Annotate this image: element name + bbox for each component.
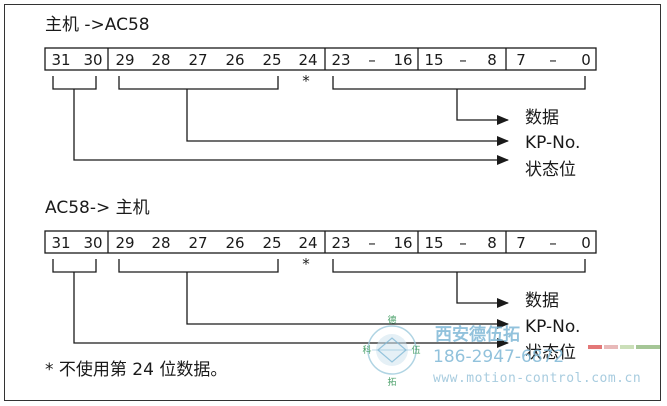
bit-cell: – — [459, 51, 467, 69]
bit-cell: 7 — [516, 51, 526, 69]
watermark-seal-logo: 德 伍 拓 科 — [362, 314, 420, 388]
arrow-to-data — [456, 272, 509, 308]
bit-cell: 8 — [487, 51, 497, 69]
bit-cell: 26 — [225, 51, 244, 69]
bit-cell: 23 — [331, 51, 350, 69]
bit-cell: 27 — [188, 51, 207, 69]
bracket-kp-bits — [118, 76, 279, 90]
output-label-data: 数据 — [525, 291, 559, 311]
arrow-to-kp-no — [186, 272, 509, 329]
output-label-kp-no: KP-No. — [525, 317, 580, 337]
arrow-to-kp-no — [186, 89, 509, 146]
bit-cell: 28 — [151, 234, 170, 252]
bit-cell: 0 — [581, 51, 591, 69]
bit-cell: 25 — [262, 234, 281, 252]
bit-cell: 29 — [115, 234, 134, 252]
watermark-seal-char: 科 — [362, 344, 371, 356]
output-label-status: 状态位 — [525, 160, 576, 180]
watermark-seal-char: 伍 — [411, 345, 420, 356]
watermark-seal-char: 拓 — [387, 376, 396, 388]
bit-cell: 24 — [298, 51, 317, 69]
asterisk-note-mark: * — [302, 72, 310, 90]
bracket-status-bits — [52, 76, 97, 90]
bit-cell: 28 — [151, 51, 170, 69]
bit-cell: 31 — [51, 51, 70, 69]
bit-cell: 25 — [262, 51, 281, 69]
bracket-data-bits — [332, 76, 586, 90]
watermark-stripe — [588, 345, 660, 349]
footnote: * 不使用第 24 位数据。 — [45, 359, 227, 380]
bit-cell: – — [459, 234, 467, 252]
watermark-seal-char: 德 — [387, 314, 396, 326]
bit-cell: 29 — [115, 51, 134, 69]
bit-cell: 7 — [516, 234, 526, 252]
output-label-data: 数据 — [525, 108, 559, 128]
bit-cell: 16 — [393, 234, 412, 252]
bit-cell: 8 — [487, 234, 497, 252]
frame-title: AC58-> 主机 — [45, 198, 150, 218]
watermark-url: www.motion-control.com.cn — [433, 371, 641, 386]
bit-cell: – — [549, 234, 557, 252]
bracket-kp-bits — [118, 259, 279, 273]
watermark-phone: 186-2947-6872 — [433, 347, 564, 367]
arrow-to-status — [73, 89, 509, 165]
bit-cell: – — [549, 51, 557, 69]
output-label-status: 状态位 — [525, 343, 576, 363]
frame-host-to-ac58: 主机 ->AC58 31 30 29 28 27 26 25 24 23 – 1… — [44, 15, 597, 180]
bit-cell: 26 — [225, 234, 244, 252]
watermark: 德 伍 拓 科 西安德伍拓 186-2947-6872 www.motion-c… — [362, 314, 660, 388]
bit-cell: 15 — [424, 234, 443, 252]
bracket-data-bits — [332, 259, 586, 273]
bit-row-box — [44, 230, 597, 254]
bit-cell: 27 — [188, 234, 207, 252]
frame-title: 主机 ->AC58 — [45, 15, 150, 35]
bit-row-box — [44, 47, 597, 71]
asterisk-note-mark: * — [302, 255, 310, 273]
watermark-company: 西安德伍拓 — [435, 324, 520, 345]
arrow-to-status — [73, 272, 509, 348]
bracket-status-bits — [52, 259, 97, 273]
bit-cell: 16 — [393, 51, 412, 69]
outer-frame — [4, 4, 661, 401]
bit-cell: 30 — [83, 51, 102, 69]
arrow-to-data — [456, 89, 509, 125]
bit-cell: – — [368, 234, 376, 252]
bit-cell: 15 — [424, 51, 443, 69]
bit-cell: 23 — [331, 234, 350, 252]
frame-ac58-to-host: AC58-> 主机 31 30 29 28 27 26 25 24 23 – 1… — [44, 198, 597, 363]
bit-cell: 0 — [581, 234, 591, 252]
bit-cell: 24 — [298, 234, 317, 252]
bit-cell: 30 — [83, 234, 102, 252]
bit-cell: – — [368, 51, 376, 69]
bit-cell: 31 — [51, 234, 70, 252]
output-label-kp-no: KP-No. — [525, 133, 580, 153]
